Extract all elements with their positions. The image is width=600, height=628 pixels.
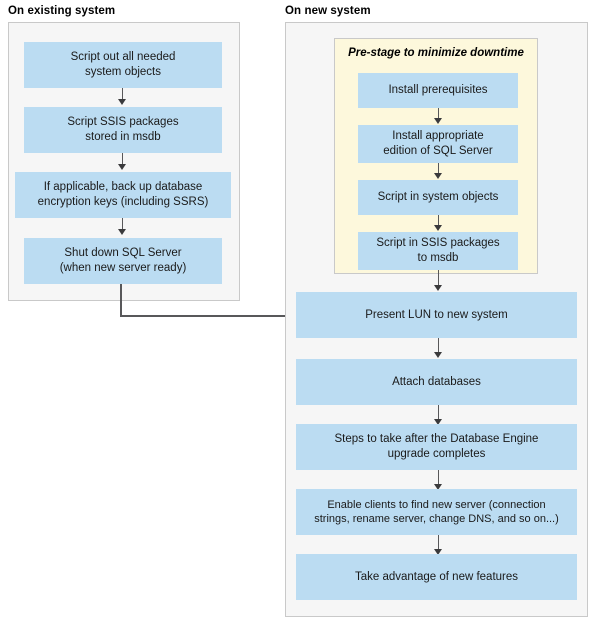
node-line-1: Take advantage of new features bbox=[354, 570, 519, 583]
node-script-in-ssis-packages[interactable]: Script in SSIS packages to msdb bbox=[358, 232, 518, 270]
arrow-prestage-2 bbox=[434, 163, 443, 180]
arrow-left-2 bbox=[118, 153, 127, 171]
node-line-1: Script SSIS packages bbox=[67, 116, 179, 128]
node-line-2: system objects bbox=[84, 66, 162, 78]
node-script-ssis-packages[interactable]: Script SSIS packages stored in msdb bbox=[24, 107, 222, 153]
arrow-prestage-to-main bbox=[434, 270, 443, 292]
node-line-1: Script in system objects bbox=[377, 191, 499, 203]
arrow-right-1 bbox=[434, 338, 443, 359]
node-shut-down-sql-server[interactable]: Shut down SQL Server (when new server re… bbox=[24, 238, 222, 284]
node-line-1: Install prerequisites bbox=[388, 84, 488, 96]
node-line-2: upgrade completes bbox=[387, 448, 486, 460]
arrow-right-2 bbox=[434, 405, 443, 426]
node-take-advantage-new-features[interactable]: Take advantage of new features bbox=[296, 554, 577, 600]
node-line-1: Present LUN to new system bbox=[365, 308, 508, 321]
node-attach-databases[interactable]: Attach databases bbox=[296, 359, 577, 405]
left-panel-title: On existing system bbox=[8, 5, 116, 17]
arrow-prestage-3 bbox=[434, 215, 443, 232]
node-line-2: strings, rename server, change DNS, and … bbox=[314, 513, 559, 525]
node-line-1: Script in SSIS packages bbox=[376, 237, 500, 249]
arrow-right-4 bbox=[434, 535, 443, 556]
arrow-left-1 bbox=[118, 88, 127, 106]
arrow-left-3 bbox=[118, 218, 127, 236]
node-line-2: edition of SQL Server bbox=[383, 145, 493, 157]
node-line-1: Steps to take after the Database Engine bbox=[334, 433, 539, 445]
node-line-2: to msdb bbox=[417, 252, 459, 264]
node-script-out-system-objects[interactable]: Script out all needed system objects bbox=[24, 42, 222, 88]
node-present-lun[interactable]: Present LUN to new system bbox=[296, 292, 577, 338]
node-script-in-system-objects[interactable]: Script in system objects bbox=[358, 180, 518, 215]
node-line-2: (when new server ready) bbox=[59, 262, 187, 274]
arrow-right-3 bbox=[434, 470, 443, 491]
node-line-1: Shut down SQL Server bbox=[64, 247, 182, 259]
node-line-1: Attach databases bbox=[392, 375, 481, 388]
node-line-2: stored in msdb bbox=[85, 131, 161, 143]
node-post-upgrade-steps[interactable]: Steps to take after the Database Engine … bbox=[296, 424, 577, 470]
cross-connector-arrow bbox=[120, 284, 295, 320]
node-line-1: Script out all needed bbox=[70, 51, 176, 63]
arrow-prestage-1 bbox=[434, 108, 443, 125]
node-line-1: If applicable, back up database bbox=[43, 181, 203, 193]
prestage-title: Pre-stage to minimize downtime bbox=[348, 47, 524, 59]
node-line-1: Enable clients to find new server (conne… bbox=[327, 498, 546, 511]
node-enable-clients-find-server[interactable]: Enable clients to find new server (conne… bbox=[296, 489, 577, 535]
right-panel-title: On new system bbox=[285, 5, 371, 17]
node-line-2: encryption keys (including SSRS) bbox=[37, 196, 209, 208]
node-install-sql-server-edition[interactable]: Install appropriate edition of SQL Serve… bbox=[358, 125, 518, 163]
node-line-1: Install appropriate bbox=[392, 130, 484, 142]
node-install-prerequisites[interactable]: Install prerequisites bbox=[358, 73, 518, 108]
node-back-up-encryption-keys[interactable]: If applicable, back up database encrypti… bbox=[15, 172, 231, 218]
